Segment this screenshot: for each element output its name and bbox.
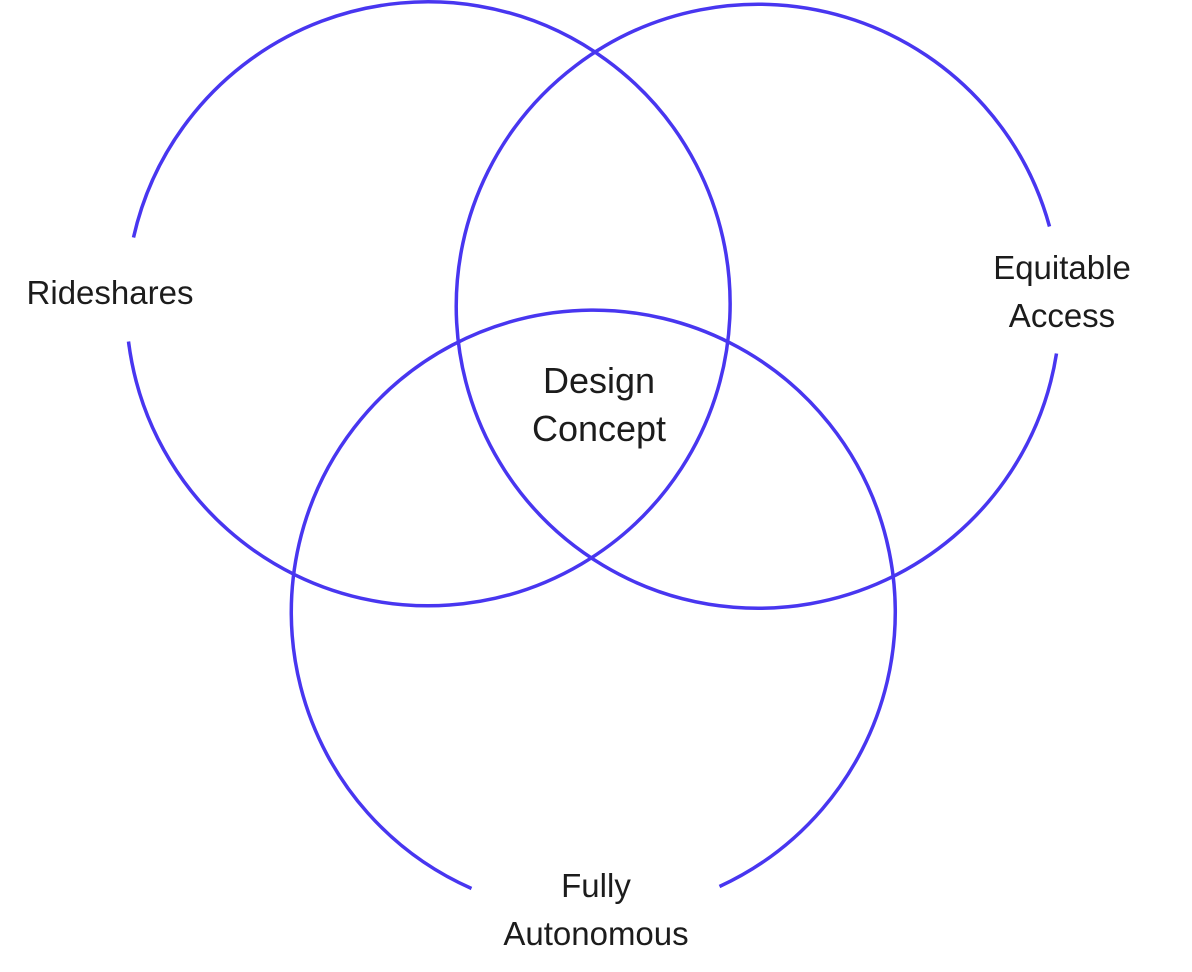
circle-equitable-access (454, 2, 1059, 610)
label-design-concept: Design Concept (532, 357, 666, 453)
label-fully-autonomous-line-2: Autonomous (503, 915, 689, 952)
label-rideshares: Rideshares (27, 269, 194, 317)
circle-fully-autonomous (289, 308, 898, 891)
label-rideshares-line-1: Rideshares (26, 274, 194, 311)
label-fully-autonomous-line-1: Fully (561, 867, 631, 904)
circle-rideshares (126, 0, 732, 608)
label-design-concept-line-1: Design (542, 360, 656, 401)
label-design-concept-line-2: Concept (531, 408, 667, 449)
label-equitable-access-line-2: Access (1008, 297, 1116, 334)
label-fully-autonomous: Fully Autonomous (503, 862, 688, 958)
label-equitable-access: Equitable Access (993, 244, 1131, 340)
label-equitable-access-line-1: Equitable (993, 249, 1131, 286)
